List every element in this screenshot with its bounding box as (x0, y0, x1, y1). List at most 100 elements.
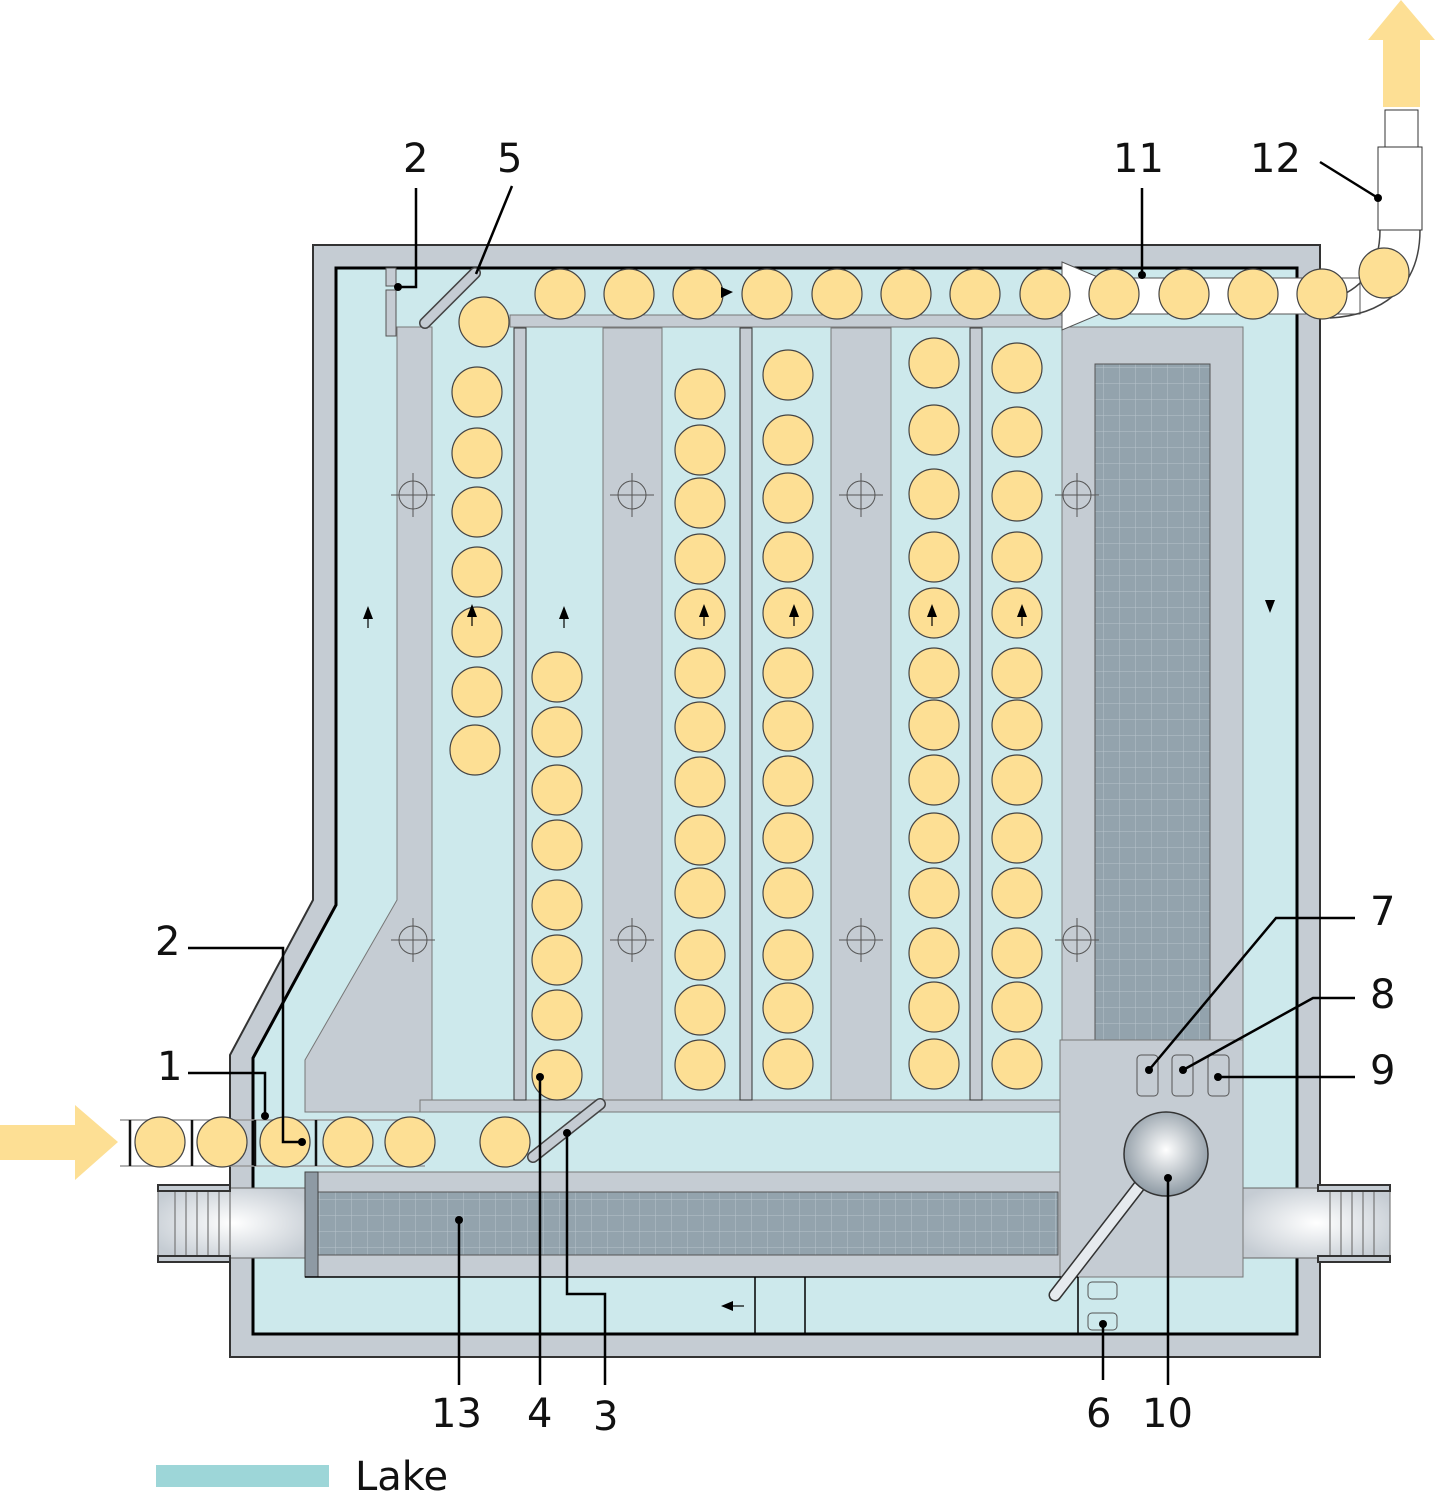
fish-ball (762, 700, 814, 752)
fish-ball (991, 587, 1043, 639)
fish-ball (674, 477, 726, 529)
inflow-arrow (0, 1105, 118, 1180)
fish-ball (762, 867, 814, 919)
outflow-arrow (1368, 0, 1435, 107)
arrow-up-icon (559, 606, 569, 619)
label-10: 10 (1142, 1391, 1193, 1437)
fish-ball (134, 1116, 186, 1168)
fish-ball (908, 337, 960, 389)
fish-ball (762, 587, 814, 639)
fish-ball (762, 812, 814, 864)
fish-ball (1019, 268, 1071, 320)
fish-ball (991, 812, 1043, 864)
fish-ball (991, 470, 1043, 522)
label-11: 11 (1113, 136, 1164, 182)
fish-balls (134, 247, 1410, 1168)
fish-ball (1088, 268, 1140, 320)
fish-ball (908, 468, 960, 520)
rotor-dome (1123, 1111, 1209, 1197)
fish-ball (762, 1038, 814, 1090)
fish-ball (949, 268, 1001, 320)
pipe-right (1242, 1187, 1391, 1259)
fish-ball (674, 647, 726, 699)
fish-ball (762, 414, 814, 466)
label-2-top: 2 (403, 136, 428, 182)
fish-ball (991, 754, 1043, 806)
fish-ball (991, 531, 1043, 583)
fish-ball (762, 472, 814, 524)
fish-ball (908, 699, 960, 751)
fish-ball (991, 342, 1043, 394)
arrow-up-icon (363, 606, 373, 619)
fish-ball (449, 724, 501, 776)
fish-ball (196, 1116, 248, 1168)
fish-ball (674, 814, 726, 866)
fish-ball (672, 268, 724, 320)
label-5: 5 (497, 136, 522, 182)
fish-ball (674, 756, 726, 808)
crosshair-icon (1055, 473, 1099, 517)
legend-lake-swatch (156, 1465, 329, 1487)
fish-ball (991, 981, 1043, 1033)
fish-ball (322, 1116, 374, 1168)
fish-ball (451, 666, 503, 718)
fish-ball (531, 764, 583, 816)
label-3: 3 (593, 1394, 618, 1440)
fish-ball (908, 404, 960, 456)
arrow-left-icon (721, 1301, 733, 1311)
gate (385, 267, 397, 287)
fish-ball (762, 647, 814, 699)
fish-ball (762, 349, 814, 401)
arrow-up-icon (1017, 604, 1027, 617)
label-7: 7 (1370, 889, 1395, 935)
fish-ball (451, 606, 503, 658)
bottom-screen (317, 1191, 1059, 1256)
fish-ball (531, 934, 583, 986)
crosshair-icon (839, 473, 883, 517)
crosshair-icon (610, 918, 654, 962)
fish-ball (384, 1116, 436, 1168)
fish-ball (674, 1039, 726, 1091)
fish-ball (908, 981, 960, 1033)
arrow-up-icon (789, 604, 799, 617)
label-8: 8 (1370, 972, 1395, 1018)
label-9: 9 (1370, 1048, 1395, 1094)
fish-ball (991, 927, 1043, 979)
fish-ball (534, 268, 586, 320)
drum-screen (1094, 363, 1211, 1041)
legend-lake-label: Lake (355, 1454, 448, 1500)
crosshair-icon (610, 473, 654, 517)
fish-ball (451, 427, 503, 479)
fish-ball (531, 1049, 583, 1101)
label-4: 4 (527, 1391, 552, 1437)
fish-ball (674, 984, 726, 1036)
fish-ball (674, 424, 726, 476)
fish-ball (908, 812, 960, 864)
fish-ball (991, 406, 1043, 458)
fish-ball (674, 867, 726, 919)
flow-arrows (363, 287, 1275, 1311)
fish-ball (762, 982, 814, 1034)
label-1: 1 (157, 1044, 182, 1090)
fish-ball (908, 647, 960, 699)
label-6: 6 (1086, 1391, 1111, 1437)
fish-ball (479, 1116, 531, 1168)
outlet-pipe (1377, 146, 1423, 231)
fish-ball (991, 1038, 1043, 1090)
fish-ball (991, 867, 1043, 919)
crosshair-markers (391, 473, 1099, 962)
fish-ball (531, 879, 583, 931)
fish-ball (674, 368, 726, 420)
arrow-down-icon (1265, 600, 1275, 613)
fish-ball (908, 1038, 960, 1090)
fish-ball (531, 706, 583, 758)
crosshair-icon (391, 473, 435, 517)
fish-ball (991, 647, 1043, 699)
fish-ball (458, 296, 510, 348)
crosshair-icon (1055, 918, 1099, 962)
fish-ball (451, 366, 503, 418)
fish-ball (908, 927, 960, 979)
fish-ball (674, 701, 726, 753)
fish-ball (1158, 268, 1210, 320)
fish-ball (908, 754, 960, 806)
